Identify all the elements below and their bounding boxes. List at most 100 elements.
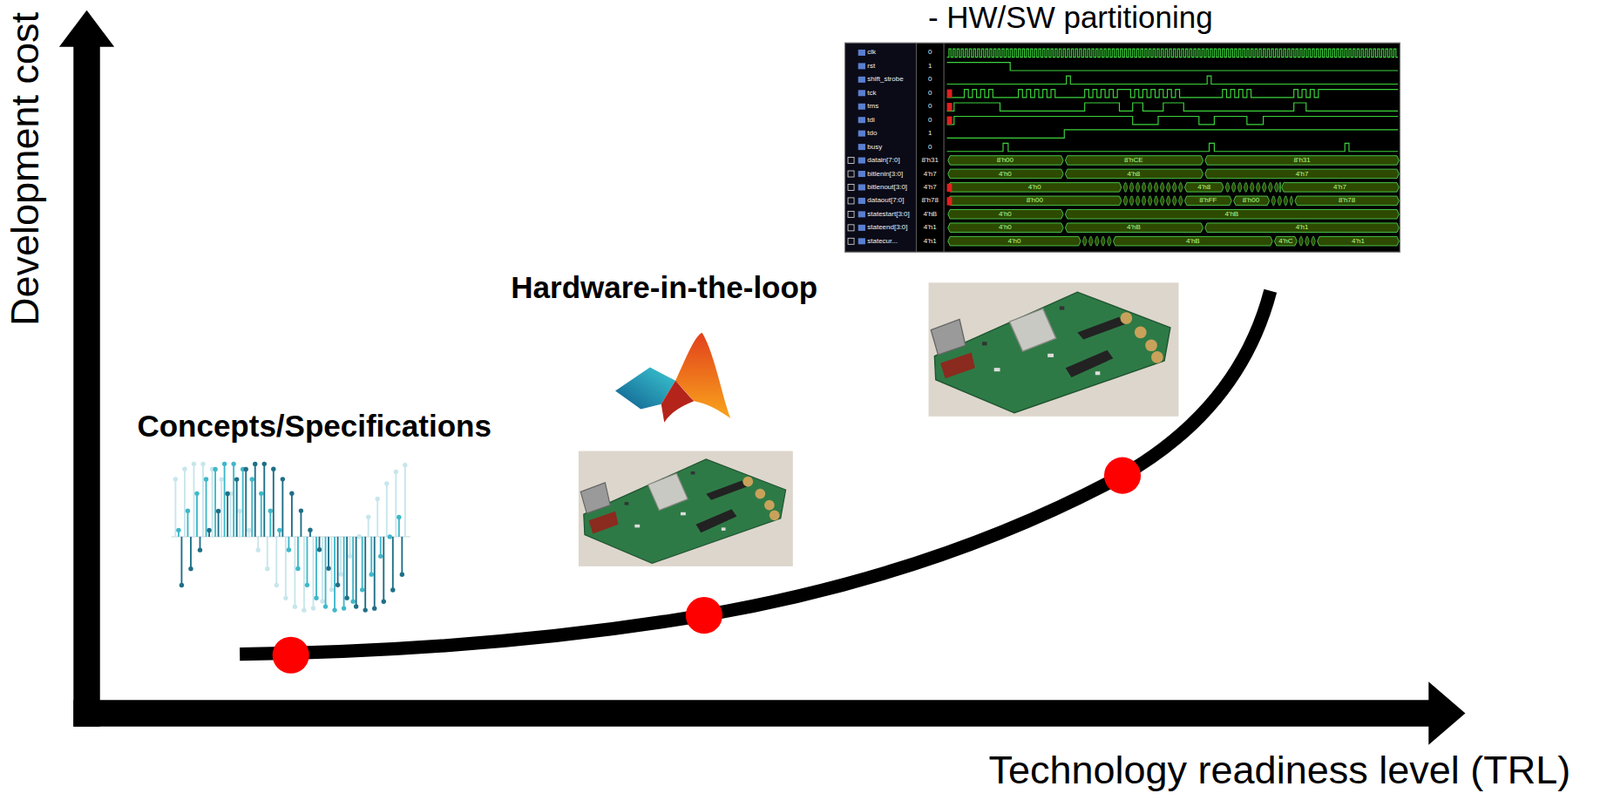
signal-icon (858, 183, 866, 190)
signal-trace (947, 48, 1399, 57)
bus-value: 8'hCE (1124, 156, 1144, 164)
bus-transition (1159, 196, 1165, 206)
signal-name: datain[7:0] (867, 156, 900, 164)
signal-icon (858, 143, 866, 150)
signal-name: clk (867, 48, 876, 56)
bus-segment (1064, 223, 1203, 233)
stem (392, 536, 394, 590)
stem-marker (353, 603, 359, 609)
stem (238, 510, 241, 536)
signal-icon (858, 103, 866, 110)
bus-transition (1166, 183, 1171, 193)
stem (293, 536, 296, 607)
stem (217, 510, 220, 536)
signal-value: 0 (928, 143, 932, 151)
stem (242, 468, 245, 537)
signal-name: stateend[3:0] (867, 223, 908, 231)
stem (250, 479, 253, 537)
stem (349, 536, 352, 556)
signal-name: dataout[7:0] (867, 196, 904, 204)
stem-marker (393, 469, 399, 475)
bus-segment (1205, 169, 1399, 179)
stem-series (173, 461, 408, 613)
bus-transition (1249, 183, 1255, 193)
fpga-board-photo (578, 451, 794, 567)
stem (183, 468, 186, 537)
stem-marker (362, 607, 367, 612)
stem (226, 494, 229, 537)
stem-marker (396, 515, 401, 520)
stem-marker (369, 571, 374, 577)
signal-trace (947, 75, 1399, 84)
signal-icon (858, 224, 866, 231)
stem (386, 483, 388, 537)
signal-name: busy (867, 143, 882, 151)
stem-marker (378, 554, 383, 559)
bus-transition (1123, 183, 1128, 193)
bus-value: 4'h0 (998, 210, 1012, 218)
bus-segment (1184, 183, 1223, 193)
stem (404, 465, 407, 537)
bus-transition (1147, 196, 1153, 206)
stem (376, 498, 379, 536)
signal-trace (947, 115, 1399, 124)
bus-value: 4'hB (1126, 223, 1141, 231)
bus-transition (1225, 183, 1230, 193)
stem (370, 536, 373, 575)
stem-marker (197, 547, 203, 552)
expand-box (847, 237, 855, 245)
stem (232, 463, 235, 537)
bus-transition (1243, 183, 1248, 193)
stem (361, 536, 364, 590)
bus-transition (1135, 183, 1140, 193)
bus-value: 4'h0 (998, 223, 1012, 231)
stem-marker (237, 508, 242, 514)
signal-trace (947, 62, 1399, 71)
stem-marker (200, 461, 205, 467)
stem (214, 468, 217, 537)
stem-marker (400, 572, 405, 577)
stem (327, 536, 330, 569)
stem-marker (188, 566, 193, 571)
stem-marker (335, 583, 340, 588)
signal-icon (858, 89, 866, 96)
expand-box (847, 224, 855, 231)
bus-segment (948, 196, 1122, 206)
signal-value: 0 (928, 102, 932, 110)
bus-value: 4'hC (1278, 237, 1293, 245)
signal-name: statecur... (867, 237, 898, 245)
stem-marker (375, 496, 380, 502)
stem (187, 510, 190, 537)
stem-marker (390, 587, 395, 592)
signal-value: 4'hB (922, 210, 937, 218)
bus-transition (1231, 183, 1236, 193)
bus-transition (1129, 196, 1134, 206)
stem-marker (402, 462, 407, 468)
bus-transition (1094, 236, 1099, 246)
bus-transition (1283, 196, 1289, 206)
signal-name: bitlenout[3:0] (867, 183, 908, 191)
bus-segment (948, 183, 1122, 193)
bus-segment (1205, 223, 1399, 233)
signal-name: bitlenin[3:0] (867, 170, 903, 178)
stem-marker (384, 481, 389, 486)
signal-value: 0 (928, 75, 932, 83)
unknown-marker (947, 183, 953, 192)
bus-value: 8'hFF (1199, 196, 1217, 204)
stem-marker (206, 528, 211, 533)
bus-transition (1147, 183, 1153, 193)
stem (291, 493, 293, 537)
bus-segment (948, 210, 1064, 220)
stem (260, 493, 263, 537)
stem-marker (323, 603, 328, 609)
stem-marker (283, 596, 288, 601)
bus-transition (1261, 183, 1267, 193)
stem (275, 536, 278, 586)
bus-value: 4'h0 (998, 170, 1012, 178)
stem-marker (250, 476, 255, 482)
signal-icon (858, 237, 866, 245)
stem-marker (256, 547, 261, 552)
bus-value: 4'hB (1224, 210, 1239, 218)
expand-box (847, 197, 855, 204)
stem-plot (171, 461, 411, 613)
